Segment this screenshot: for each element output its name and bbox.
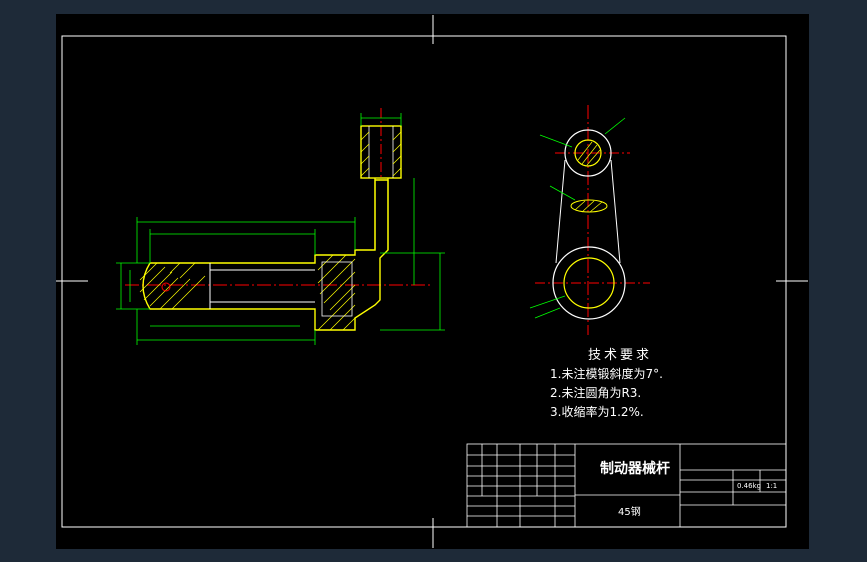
- part-material: 45钢: [618, 507, 641, 518]
- front-view: [125, 108, 430, 331]
- title-block: [466, 443, 787, 528]
- tech-requirements-title: 技术要求: [588, 348, 653, 363]
- hatch-section: [574, 200, 603, 213]
- drawing-scale: 1:1: [766, 482, 778, 490]
- drawing-frame: [61, 35, 787, 528]
- tech-requirement-3: 3.收缩率为1.2%.: [550, 405, 644, 419]
- hatch-left: [139, 262, 206, 310]
- side-view: [535, 105, 650, 335]
- part-name: 制动器械杆: [600, 461, 670, 477]
- hatch-right: [317, 254, 356, 331]
- centering-marks: [56, 15, 808, 548]
- tech-requirements: 技术要求 1.未注模锻斜度为7°. 2.未注圆角为R3. 3.收缩率为1.2%.: [550, 346, 663, 422]
- drawing-canvas: [56, 14, 809, 549]
- body-outline: [142, 179, 389, 331]
- part-weight: 0.46kg: [737, 482, 762, 490]
- tech-requirement-2: 2.未注圆角为R3.: [550, 386, 642, 400]
- dimensions-side: [529, 117, 626, 319]
- tech-requirement-1: 1.未注模锻斜度为7°.: [550, 367, 663, 381]
- hatch-pin: [577, 141, 601, 166]
- hatch-small-end: [360, 131, 402, 177]
- dimensions-front: [116, 113, 445, 345]
